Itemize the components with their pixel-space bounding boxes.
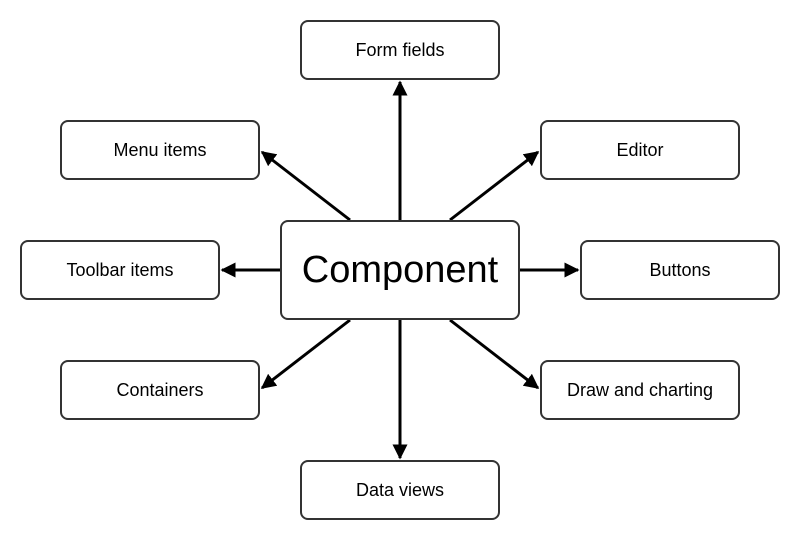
- node-form-fields: Form fields: [300, 20, 500, 80]
- arrow-to-containers: [260, 318, 351, 390]
- node-label: Containers: [116, 379, 204, 400]
- node-label: Menu items: [113, 139, 207, 160]
- node-label: Draw and charting: [566, 379, 714, 400]
- center-node-component: Component: [280, 220, 520, 320]
- node-label: Toolbar items: [66, 259, 174, 280]
- node-label: Buttons: [649, 259, 711, 280]
- arrow-to-draw-and-charting: [449, 318, 540, 390]
- node-containers: Containers: [60, 360, 260, 420]
- node-label: Form fields: [355, 39, 445, 60]
- node-label: Editor: [616, 139, 664, 160]
- arrow-to-editor: [449, 150, 540, 222]
- node-editor: Editor: [540, 120, 740, 180]
- node-menu-items: Menu items: [60, 120, 260, 180]
- node-data-views: Data views: [300, 460, 500, 520]
- center-node-label: Component: [301, 248, 499, 291]
- node-buttons: Buttons: [580, 240, 780, 300]
- node-draw-and-charting: Draw and charting: [540, 360, 740, 420]
- node-toolbar-items: Toolbar items: [20, 240, 220, 300]
- node-label: Data views: [355, 479, 445, 500]
- arrow-to-menu-items: [260, 150, 351, 222]
